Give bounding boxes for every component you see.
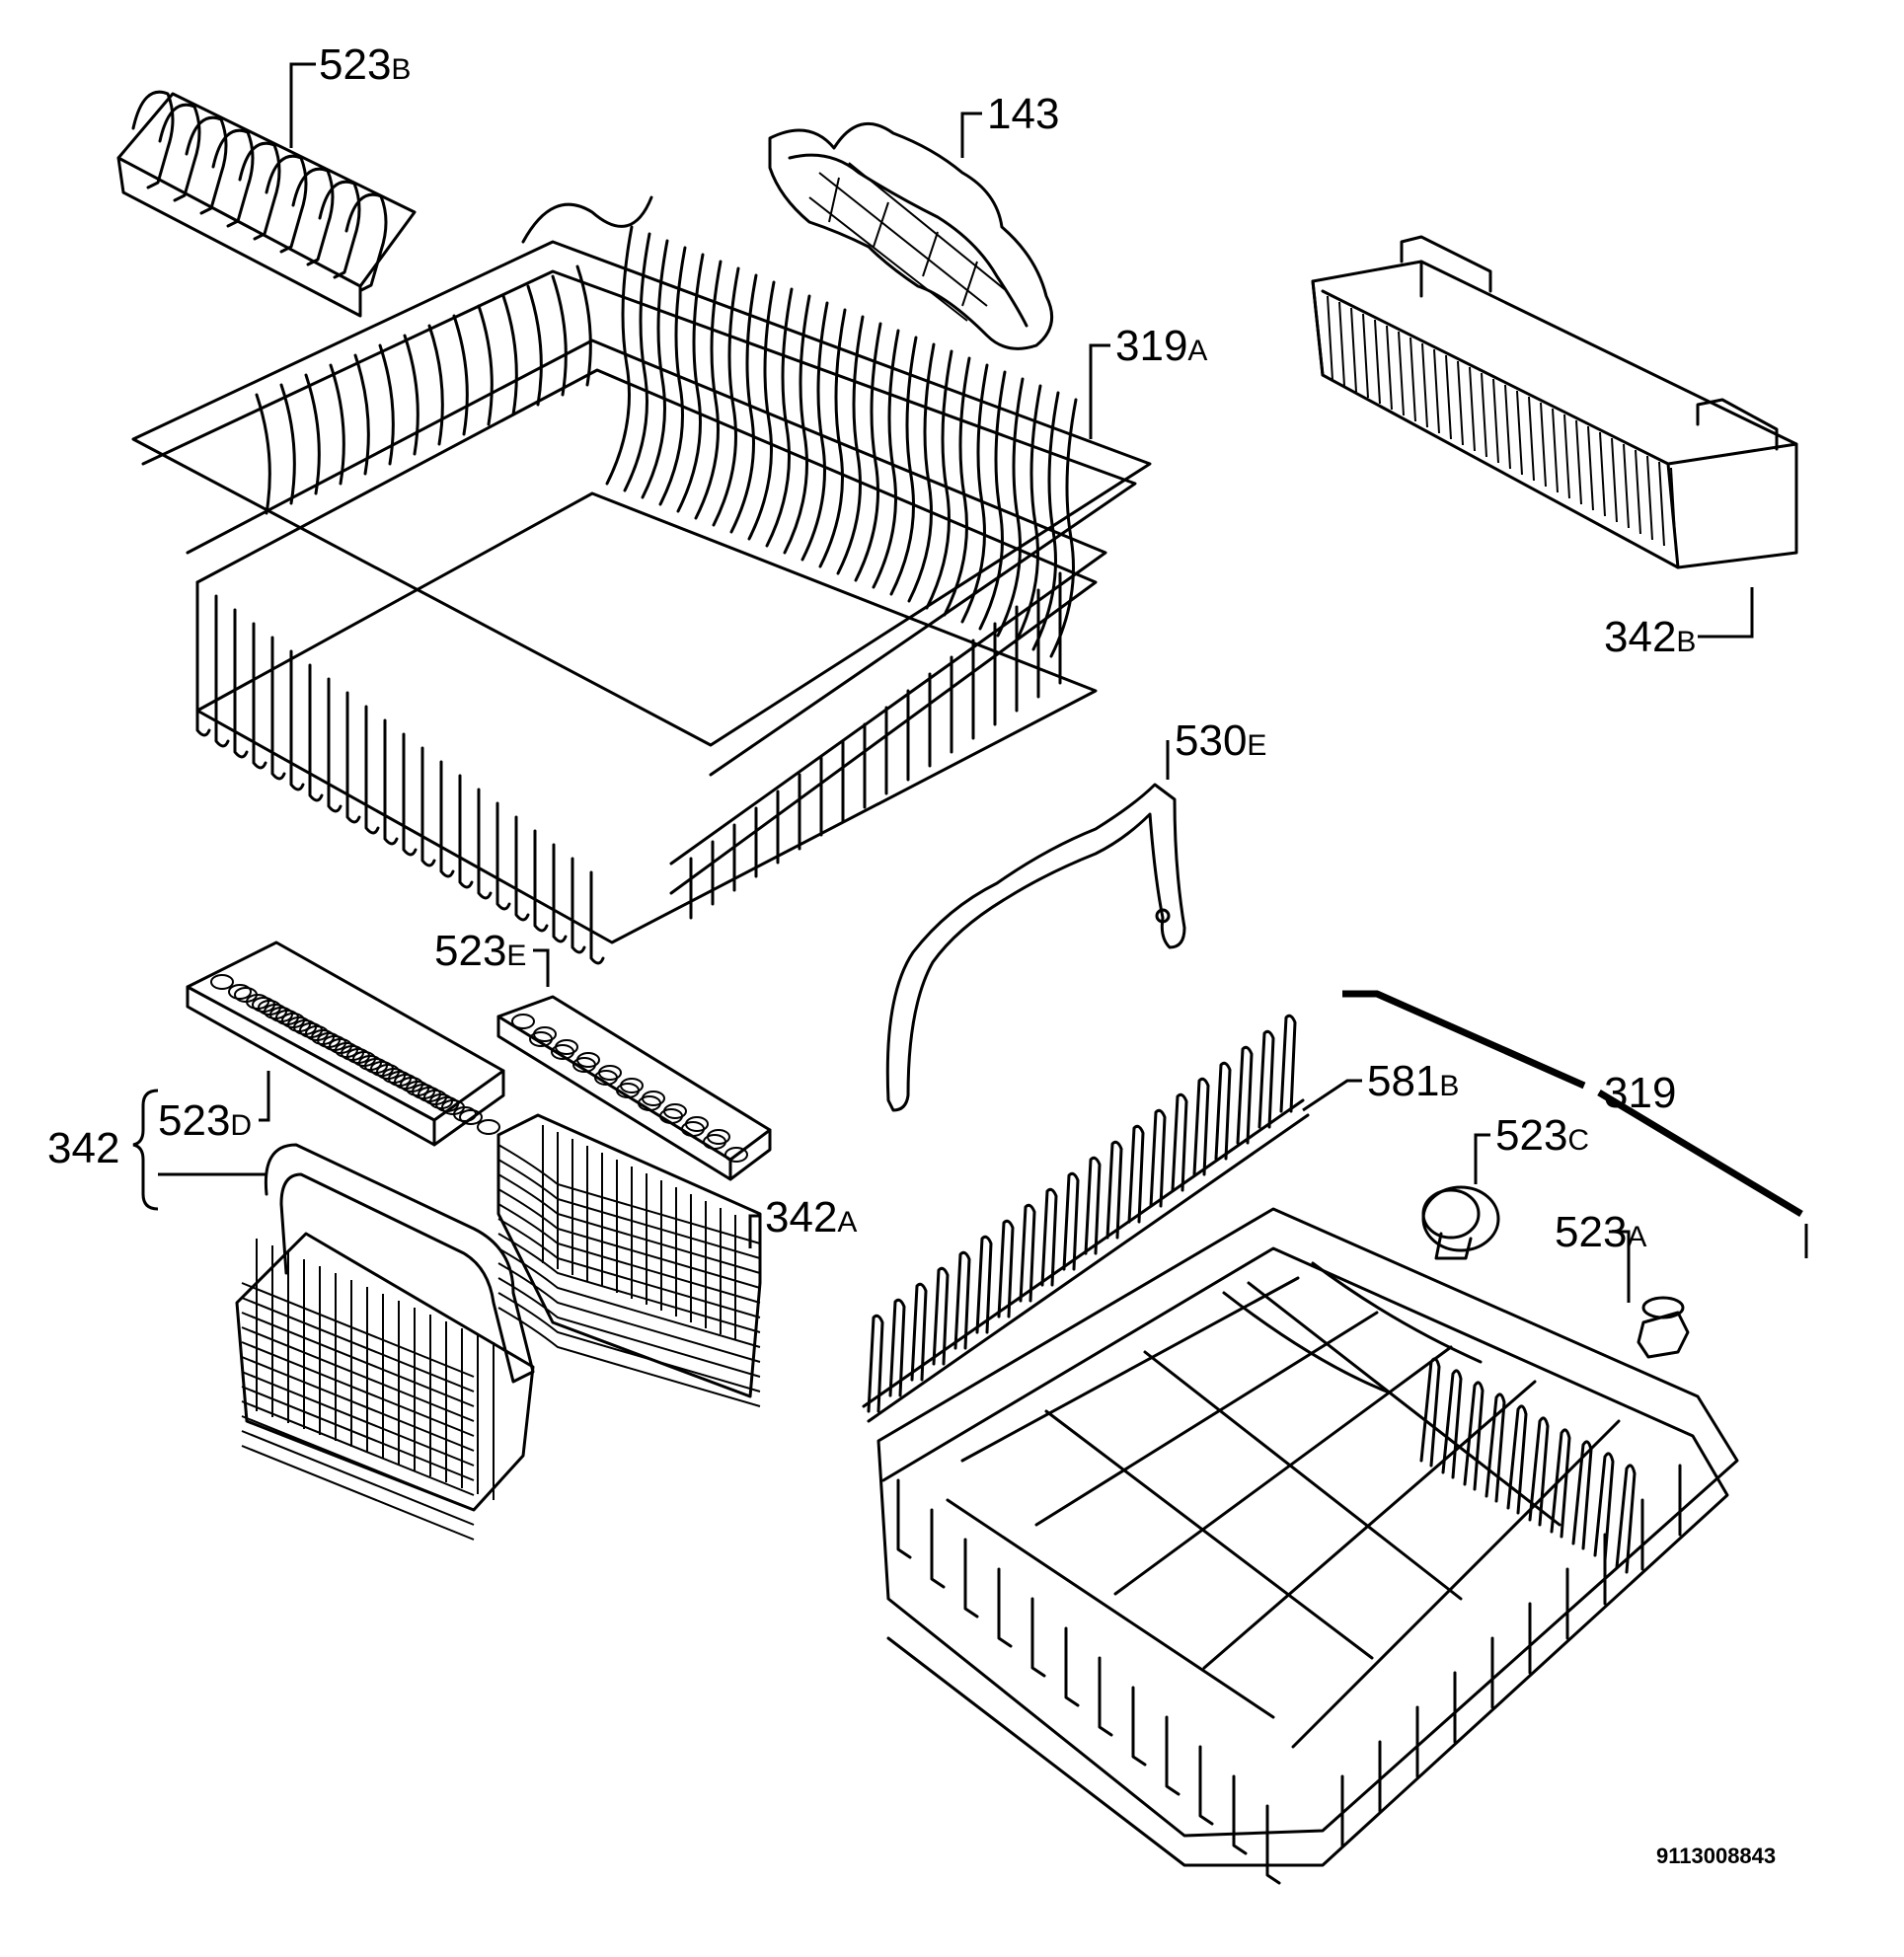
part-523e-cutlery-tray xyxy=(496,995,772,1181)
part-523c-wheel xyxy=(1421,1185,1500,1260)
callout-523a: 523A xyxy=(1555,1208,1646,1256)
part-581b-tine-rack xyxy=(862,1014,1310,1423)
callout-143: 143 xyxy=(987,90,1059,138)
part-523d-cutlery-tray xyxy=(186,941,505,1147)
callout-530e: 530E xyxy=(1175,716,1266,765)
part-530e-handle xyxy=(885,783,1186,1112)
callout-342: 342 xyxy=(47,1124,119,1172)
leader-lines xyxy=(158,62,1808,1303)
callout-523e: 523E xyxy=(434,927,526,975)
part-523a-roller xyxy=(1637,1296,1690,1359)
callout-319a: 319A xyxy=(1115,322,1207,370)
callout-342a: 342A xyxy=(765,1193,857,1242)
group-342-brace xyxy=(132,1089,159,1211)
callout-319: 319 xyxy=(1604,1069,1676,1117)
part-523b-clip-strip xyxy=(116,90,417,318)
callout-342b: 342B xyxy=(1604,613,1696,661)
callout-523d: 523D xyxy=(158,1096,252,1145)
callout-581b: 581B xyxy=(1367,1057,1459,1105)
rail-319-line xyxy=(1342,990,1803,1218)
drawing-code: 9113008843 xyxy=(1656,1844,1776,1868)
part-319a-upper-basket xyxy=(131,195,1152,965)
part-342-cutlery-basket xyxy=(235,1143,535,1541)
part-342b-side-basket xyxy=(1311,235,1798,569)
part-319-lower-basket xyxy=(876,1207,1739,1885)
part-143-holder xyxy=(768,122,1054,350)
callout-523b: 523B xyxy=(319,40,411,89)
part-342a-cutlery-basket xyxy=(496,1113,762,1407)
callout-523c: 523C xyxy=(1495,1111,1589,1160)
